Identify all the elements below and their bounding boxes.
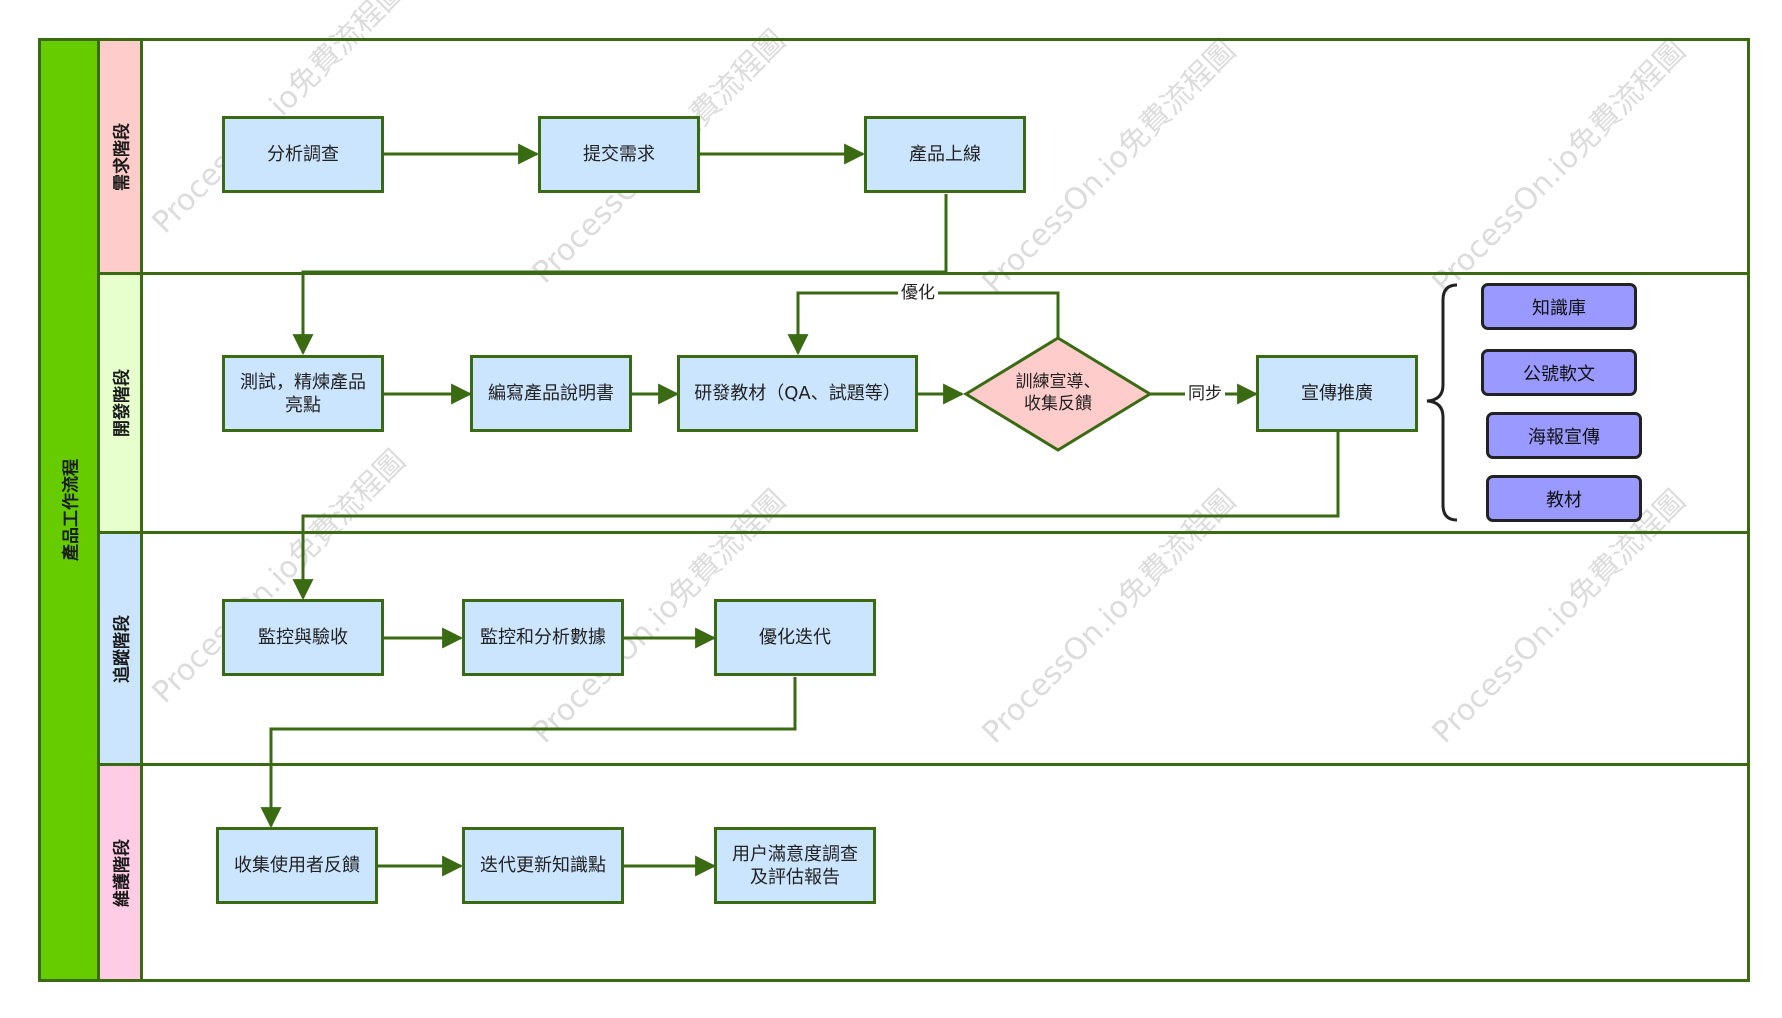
edge-launch-test (292, 194, 948, 356)
side-item-label: 海報宣傳 (1528, 426, 1600, 448)
node-label: 分析調查 (267, 144, 339, 165)
edge-label-optimize: 優化 (898, 282, 938, 304)
node-label: 編寫產品說明書 (488, 383, 614, 404)
node-promotion[interactable]: 宣傳推廣 (1256, 355, 1418, 432)
node-iterate[interactable]: 優化迭代 (714, 599, 876, 676)
node-label: 產品上線 (909, 144, 981, 165)
node-monitor[interactable]: 監控與驗收 (222, 599, 384, 676)
node-label: 收集使用者反饋 (234, 855, 360, 876)
edge-iterate-collect (260, 677, 797, 829)
node-label: 監控和分析數據 (480, 627, 606, 648)
lane-divider (97, 763, 1750, 766)
node-analysis[interactable]: 分析調查 (222, 116, 384, 193)
node-label: 用户滿意度調查 及評估報告 (732, 843, 858, 888)
node-label: 提交需求 (583, 144, 655, 165)
lane-header-demand: 需求階段 (97, 38, 143, 275)
side-item-label: 教材 (1546, 489, 1582, 511)
side-item-label: 公號軟文 (1523, 363, 1595, 385)
side-item-article[interactable]: 公號軟文 (1481, 349, 1637, 396)
side-item-textbook[interactable]: 教材 (1486, 475, 1642, 522)
node-survey[interactable]: 用户滿意度調查 及評估報告 (714, 827, 876, 904)
node-label: 測試，精煉產品 亮點 (240, 371, 366, 416)
pool-header: 產品工作流程 (38, 38, 100, 982)
node-analyze-data[interactable]: 監控和分析數據 (462, 599, 624, 676)
node-update-knowledge[interactable]: 迭代更新知識點 (462, 827, 624, 904)
node-launch[interactable]: 產品上線 (864, 116, 1026, 193)
side-item-knowledge-base[interactable]: 知識庫 (1481, 283, 1637, 330)
node-label: 研發教材（QA、試題等） (694, 383, 901, 404)
node-training-label[interactable]: 訓練宣導、 收集反饋 (1015, 372, 1101, 414)
node-manual[interactable]: 編寫產品說明書 (470, 355, 632, 432)
node-submit[interactable]: 提交需求 (538, 116, 700, 193)
node-label: 監控與驗收 (258, 627, 348, 648)
side-item-label: 知識庫 (1532, 297, 1586, 319)
node-materials[interactable]: 研發教材（QA、試題等） (677, 355, 918, 432)
node-label: 迭代更新知識點 (480, 855, 606, 876)
node-test[interactable]: 測試，精煉產品 亮點 (222, 355, 384, 432)
edge-label-sync: 同步 (1185, 383, 1225, 405)
edge-promotion-monitor (292, 432, 1340, 601)
node-collect-feedback[interactable]: 收集使用者反饋 (216, 827, 378, 904)
grouping-brace (1426, 283, 1458, 522)
lane-divider (97, 531, 1750, 534)
decision-training-shape (963, 336, 1153, 452)
node-label: 優化迭代 (759, 627, 831, 648)
side-item-poster[interactable]: 海報宣傳 (1486, 412, 1642, 459)
node-label: 宣傳推廣 (1301, 383, 1373, 404)
